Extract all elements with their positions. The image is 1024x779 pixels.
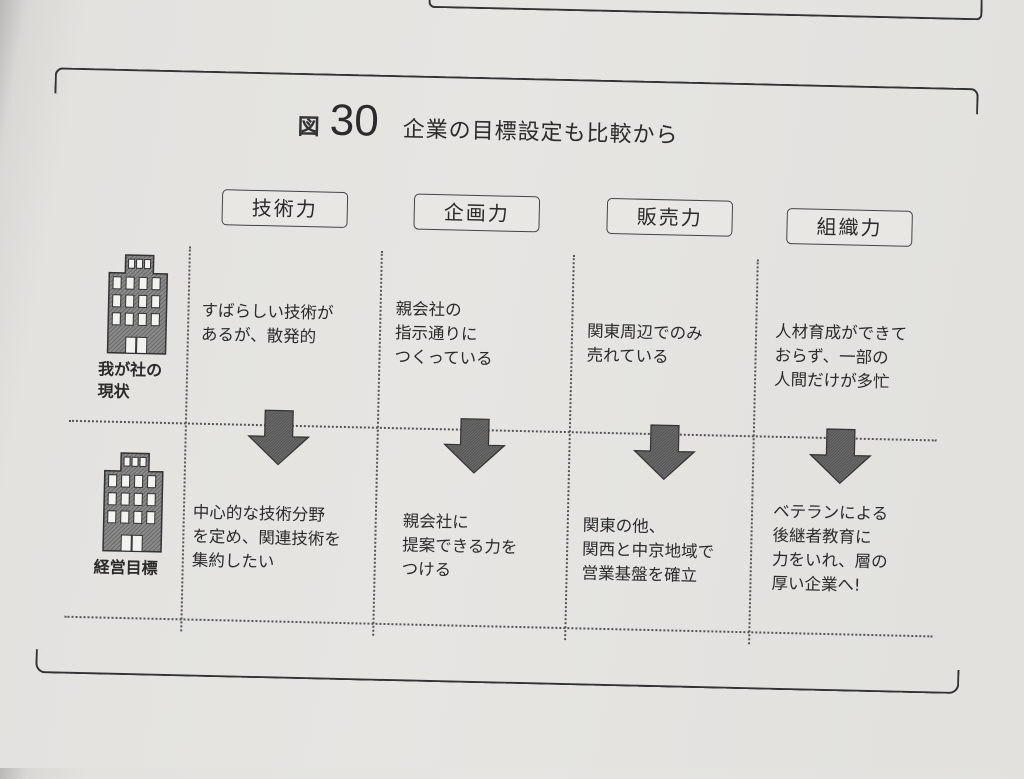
column-divider	[372, 250, 383, 636]
figure-label: 図	[297, 114, 320, 141]
down-arrow-icon	[808, 428, 872, 485]
column-header-technology: 技術力	[221, 189, 349, 229]
row-label-current-state: 我が社の 現状	[85, 252, 188, 404]
cell-goal-sales: 関東の他、 関西と中京地域で 営業基盤を確立	[581, 515, 715, 586]
office-building-icon	[106, 254, 169, 355]
cell-current-sales: 関東周辺でのみ 売れている	[586, 321, 703, 367]
previous-figure-box-edge	[428, 0, 984, 21]
down-arrow-icon	[443, 418, 507, 474]
cell-goal-technology: 中心的な技術分野 を定め、関連技術を 集約したい	[191, 502, 342, 572]
cell-current-technology: すばらしい技術が あるが、散発的	[200, 300, 334, 347]
down-arrow-icon	[247, 409, 311, 466]
row-divider	[64, 615, 933, 638]
column-header-planning: 企画力	[413, 193, 541, 233]
row-label-text: 経営目標	[93, 557, 158, 578]
column-header-organization: 組織力	[786, 208, 913, 247]
column-divider	[564, 255, 575, 641]
row-label-text: 我が社の 現状	[97, 359, 163, 402]
cell-current-organization: 人材育成ができて おらず、一部の 人間だけが多忙	[773, 321, 908, 392]
column-divider	[748, 259, 759, 645]
figure-frame-bottom	[35, 649, 960, 695]
figure-number: 30	[329, 95, 380, 146]
figure-caption: 企業の目標設定も比較から	[402, 117, 679, 149]
cell-goal-planning: 親会社に 提案できる力を つける	[401, 511, 518, 580]
cell-current-planning: 親会社の 指示通りに つくっている	[394, 299, 493, 369]
figure-title: 図 30 企業の目標設定も比較から	[297, 95, 679, 154]
cell-goal-organization: ベテランによる 後継者教育に 力をいれ、層の 厚い企業へ!	[771, 501, 889, 595]
column-header-sales: 販売力	[606, 197, 734, 237]
office-building-icon	[102, 452, 164, 553]
row-label-management-goal: 経営目標	[81, 450, 184, 580]
down-arrow-icon	[632, 424, 696, 481]
